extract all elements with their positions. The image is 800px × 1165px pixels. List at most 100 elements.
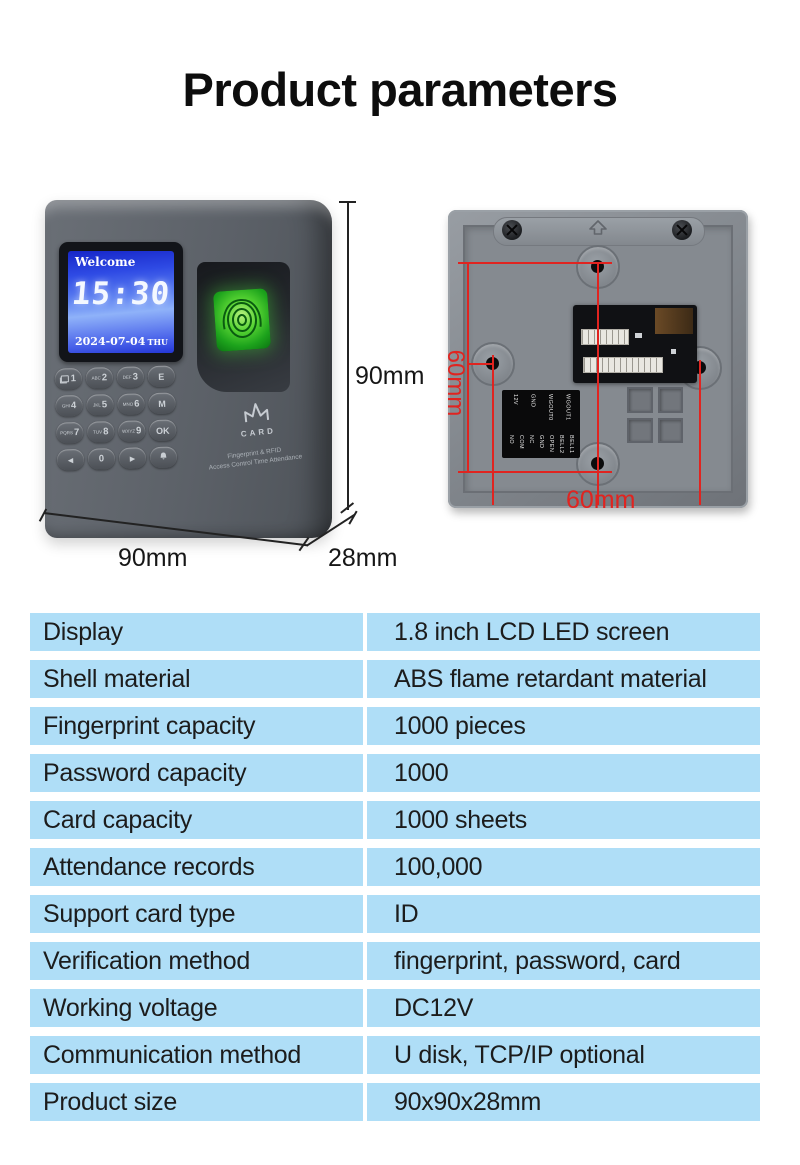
keypad-key-E: E: [147, 365, 176, 388]
spec-label-cell: Product size: [30, 1083, 363, 1121]
hole-dimension-connector: [467, 363, 494, 365]
spec-label-cell: Card capacity: [30, 801, 363, 839]
keypad-key-►: ►: [118, 447, 147, 469]
spec-label-cell: Attendance records: [30, 848, 363, 886]
page-title: Product parameters: [182, 63, 618, 116]
lcd-bezel: Welcome 15:30 2024-07-04 THU: [59, 242, 183, 362]
terminal-label: WGOUT1: [564, 394, 571, 421]
width-dimension-label: 90mm: [118, 544, 188, 572]
brand-logo-icon: [244, 403, 270, 423]
key-sublabel: MNO: [122, 401, 134, 407]
terminal-label: GND: [538, 435, 544, 449]
hole-dimension-line-top: [458, 262, 612, 264]
vent-cell: [657, 387, 683, 413]
terminal-labels-bottom: NO COM NC GND OPEN BELL2 BELL1: [506, 435, 576, 454]
terminal-label: 12V: [511, 394, 518, 405]
hole-spacing-vertical-label: 60mm: [442, 349, 469, 417]
key-number: 8: [102, 426, 109, 438]
card-icon: [60, 375, 69, 383]
fingerprint-recess: [197, 262, 290, 392]
key-number: 6: [134, 398, 140, 410]
lcd-weekday: THU: [147, 337, 169, 347]
brand-block: CARD: [205, 397, 308, 442]
screw-icon: [502, 220, 522, 240]
terminal-label: BELL2: [558, 435, 564, 454]
key-number: 0: [98, 453, 105, 465]
key-label: ►: [127, 453, 138, 464]
spec-value-cell: 1000: [367, 754, 760, 792]
terminal-label: GND: [529, 394, 536, 408]
top-mounting-bar: [493, 217, 705, 246]
spec-label-cell: Verification method: [30, 942, 363, 980]
lcd-date: 2024-07-04: [75, 335, 146, 348]
hole-dimension-line-left-hole: [492, 355, 494, 505]
key-sublabel: PQRS: [60, 430, 74, 436]
key-label: ◄: [65, 454, 76, 465]
key-sublabel: JKL: [92, 402, 101, 408]
pcb-connector: [581, 329, 629, 345]
spec-value-cell: 90x90x28mm: [367, 1083, 760, 1121]
pcb-connector: [583, 357, 663, 373]
height-dimension-label: 90mm: [355, 362, 425, 390]
spec-value-cell: DC12V: [367, 989, 760, 1027]
spec-value-cell: 1000 pieces: [367, 707, 760, 745]
spec-value-cell: U disk, TCP/IP optional: [367, 1036, 760, 1074]
spec-label-cell: Password capacity: [30, 754, 363, 792]
screw-icon: [672, 220, 692, 240]
spec-value-cell: 1000 sheets: [367, 801, 760, 839]
hole-dimension-line-bottom: [458, 471, 612, 473]
key-sublabel: GHI: [61, 403, 71, 409]
keypad-key-1: 1: [54, 367, 83, 390]
key-number: 4: [70, 400, 77, 412]
fingerprint-sensor: [212, 288, 272, 352]
spec-label-cell: Display: [30, 613, 363, 651]
key-number: 3: [132, 371, 139, 383]
key-sublabel: ABC: [91, 375, 101, 381]
up-arrow-icon: [589, 220, 607, 235]
terminal-label: COM: [518, 435, 524, 450]
hole-dimension-line-center: [597, 262, 599, 505]
lcd-time: 15:30: [70, 276, 172, 312]
depth-dimension-label: 28mm: [328, 544, 398, 572]
hole-dimension-line-right-hole: [699, 360, 701, 505]
flex-cable: [655, 308, 693, 334]
key-number: 7: [73, 427, 80, 439]
key-number: 9: [135, 425, 142, 437]
spec-value-cell: ABS flame retardant material: [367, 660, 760, 698]
terminal-label: OPEN: [548, 435, 554, 453]
spec-value-cell: 100,000: [367, 848, 760, 886]
terminal-label: BELL1: [568, 435, 574, 454]
key-number: 1: [70, 373, 77, 385]
pcb-component: [671, 349, 676, 354]
spec-label-cell: Fingerprint capacity: [30, 707, 363, 745]
terminal-label: NO: [508, 435, 514, 445]
vent-cell: [627, 387, 653, 413]
keypad-key-0: 0: [87, 448, 116, 470]
height-dimension-line: [347, 202, 349, 510]
keypad-key-◄: ◄: [56, 448, 85, 471]
terminal-label: NC: [528, 435, 534, 445]
height-dimension-cap-top: [339, 201, 356, 203]
pcb-component: [635, 333, 642, 338]
spec-label-cell: Communication method: [30, 1036, 363, 1074]
circuit-board: [573, 305, 697, 383]
spec-label-cell: Support card type: [30, 895, 363, 933]
